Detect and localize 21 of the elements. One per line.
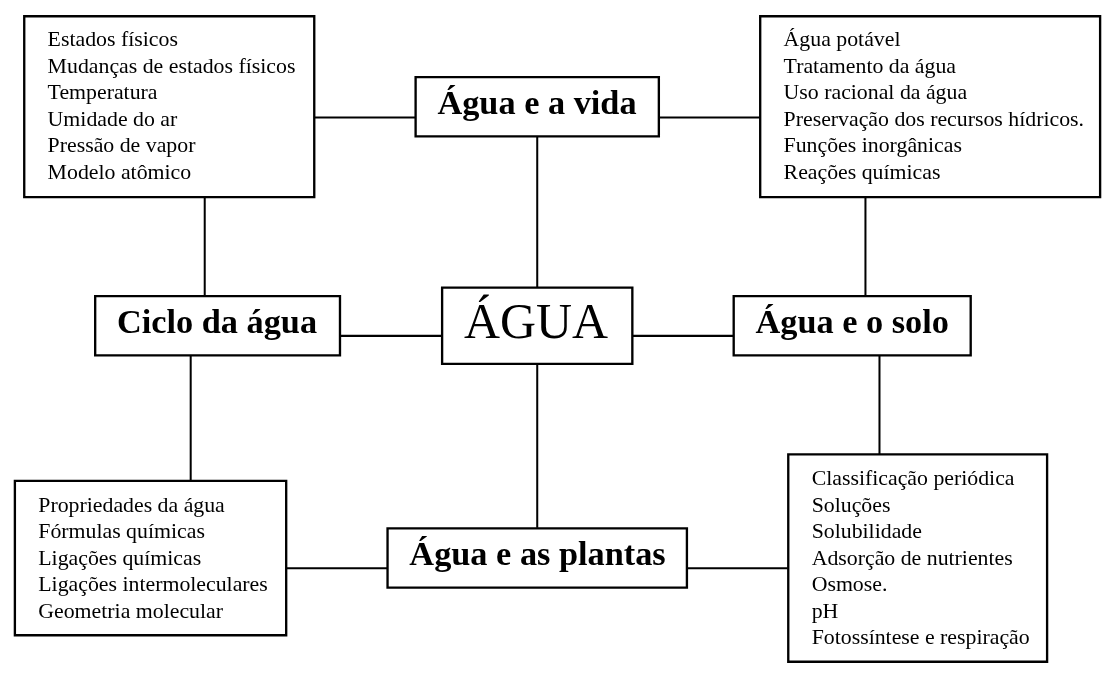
- connector: [203, 197, 206, 296]
- node-box: Propriedades da água Fórmulas químicas Ligações químicas Ligações intermoleculares Geometria molecular: [13, 479, 288, 636]
- node-box: Estados físicos Mudanças de estados físicos Temperatura Umidade do ar Pressão de vapor Modelo atômico: [23, 14, 316, 198]
- connector: [878, 355, 881, 454]
- connector: [314, 116, 416, 119]
- connector: [632, 334, 734, 337]
- connector: [864, 197, 867, 296]
- node-box: Água e o solo: [732, 294, 972, 357]
- connector: [536, 136, 539, 287]
- connector: [687, 566, 788, 569]
- node-box: Água potável Tratamento da água Uso racional da água Preservação dos recursos hídricos. Funções inorgânicas Reações químicas: [759, 14, 1102, 198]
- node-box: ÁGUA: [440, 285, 634, 365]
- node-box: Água e a vida: [414, 75, 660, 137]
- node-box: Classificação periódica Soluções Solubilidade Adsorção de nutrientes Osmose. pH Fotossíntese e respiração: [787, 452, 1049, 663]
- connector: [536, 363, 539, 528]
- node-box: Ciclo da água: [94, 294, 342, 357]
- node-box: Água e as plantas: [386, 526, 689, 589]
- connector: [189, 355, 192, 481]
- connector: [340, 334, 442, 337]
- connector: [658, 116, 761, 119]
- connector: [286, 566, 388, 569]
